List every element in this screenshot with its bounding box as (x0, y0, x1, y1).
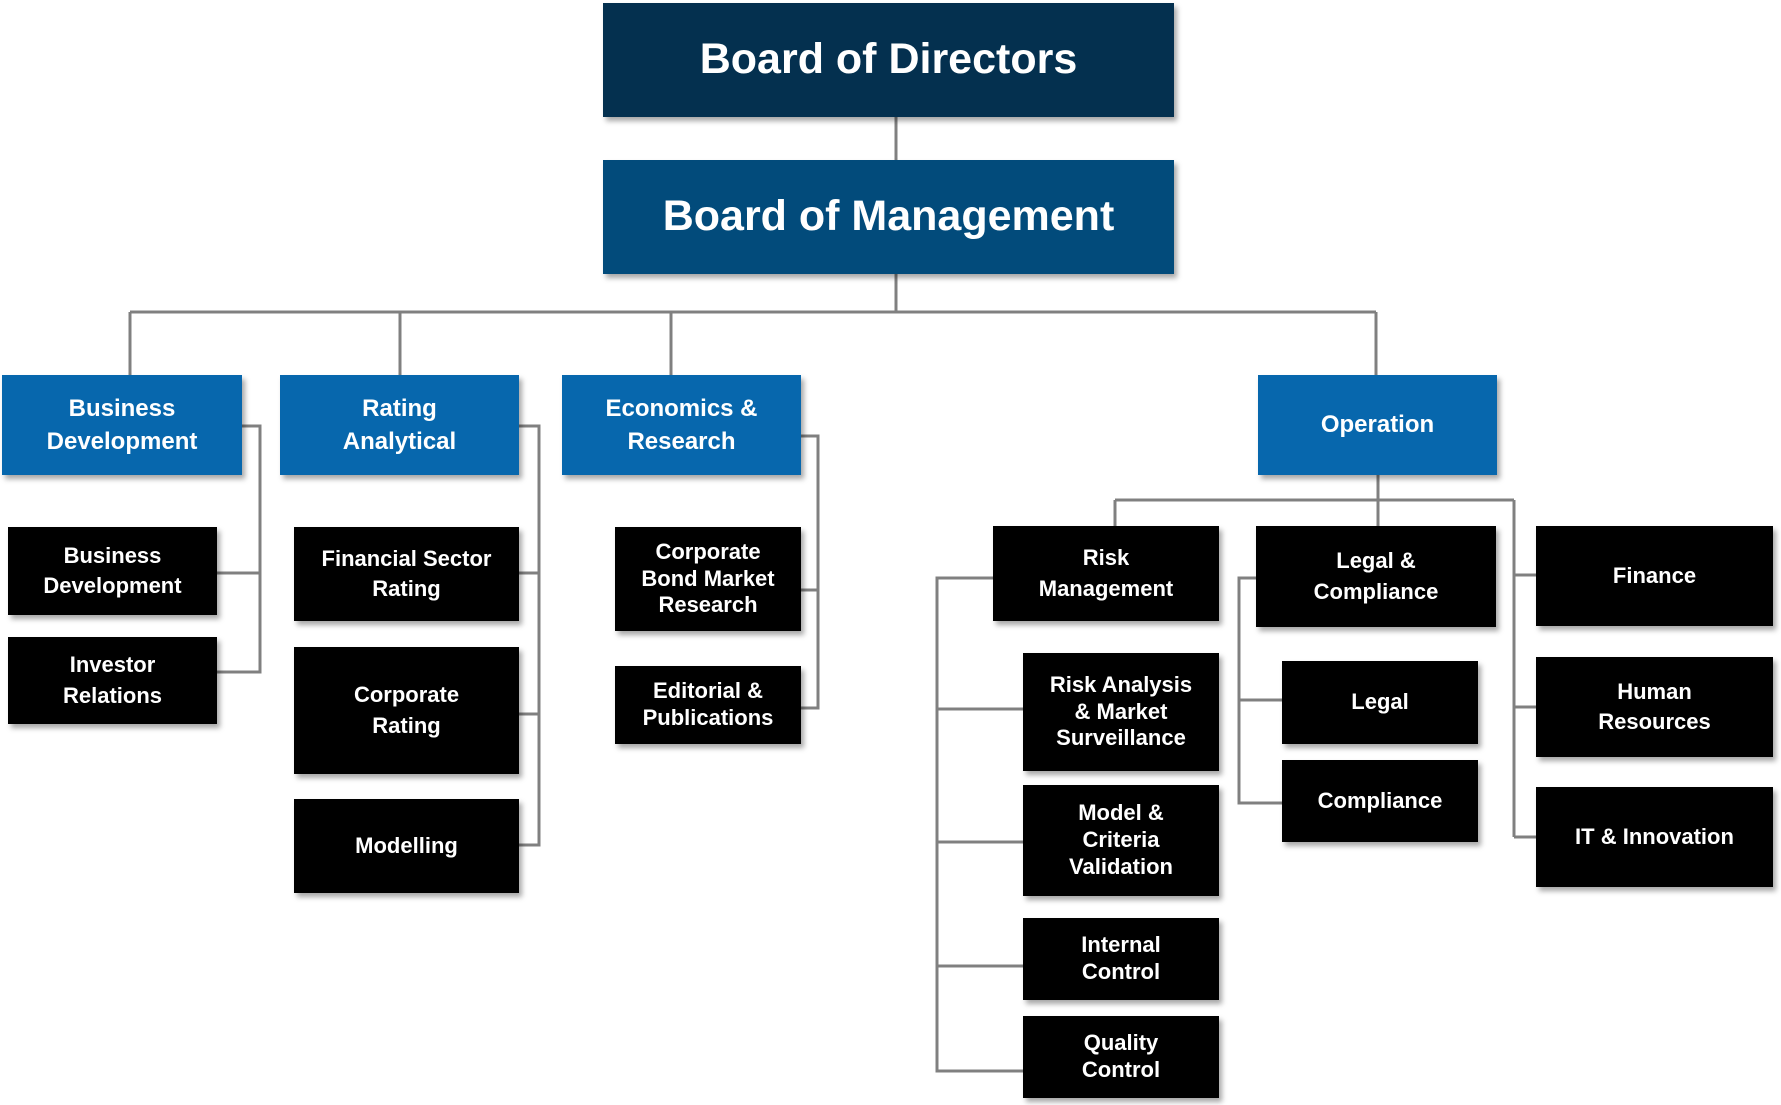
unit-label: Human Resources (1598, 678, 1711, 734)
unit-legal-compliance: Legal & Compliance (1256, 526, 1496, 627)
unit-risk-analysis-market-surveillance: Risk Analysis & Market Surveillance (1023, 653, 1219, 771)
board-of-directors-box: Board of Directors (603, 3, 1174, 117)
department-label: Business Development (46, 394, 198, 455)
unit-risk-management: Risk Management (993, 526, 1219, 621)
unit-finance: Finance (1536, 526, 1773, 626)
unit-corporate-rating: Corporate Rating (294, 647, 519, 774)
unit-modelling: Modelling (294, 799, 519, 893)
board-of-management-box: Board of Management (603, 160, 1174, 274)
unit-label: Finance (1612, 562, 1697, 588)
unit-compliance: Compliance (1282, 760, 1478, 842)
department-label: Operation (1320, 411, 1435, 439)
unit-label: Corporate Rating (353, 682, 460, 738)
unit-label: Editorial & Publications (642, 678, 774, 730)
unit-label: Corporate Bond Market Research (641, 538, 775, 618)
unit-legal: Legal (1282, 661, 1478, 744)
department-label: Economics & Research (605, 394, 758, 455)
unit-label: Financial Sector Rating (321, 545, 492, 601)
department-operation: Operation (1258, 375, 1497, 475)
unit-label: Legal & Compliance (1313, 548, 1439, 604)
unit-business-development: Business Development (8, 527, 217, 615)
board-of-directors-label: Board of Directors (699, 35, 1078, 84)
unit-internal-control: Internal Control (1023, 918, 1219, 1000)
department-rating-analytical: Rating Analytical (280, 375, 519, 475)
unit-human-resources: Human Resources (1536, 657, 1773, 757)
unit-label: Risk Management (1038, 545, 1174, 601)
unit-label: Modelling (355, 832, 458, 858)
unit-quality-control: Quality Control (1023, 1016, 1219, 1098)
unit-label: Internal Control (1081, 932, 1161, 984)
board-of-management-label: Board of Management (662, 192, 1115, 241)
unit-label: Model & Criteria Validation (1069, 800, 1173, 879)
unit-label: Investor Relations (62, 652, 163, 708)
department-business-development: Business Development (2, 375, 242, 475)
department-label: Rating Analytical (342, 394, 457, 455)
unit-label: Risk Analysis & Market Surveillance (1049, 671, 1193, 751)
unit-it-innovation: IT & Innovation (1536, 787, 1773, 887)
unit-label: Business Development (43, 542, 182, 598)
unit-corporate-bond-market-research: Corporate Bond Market Research (615, 527, 801, 631)
unit-financial-sector-rating: Financial Sector Rating (294, 527, 519, 621)
unit-label: Legal (1351, 689, 1409, 715)
unit-label: Compliance (1317, 787, 1443, 813)
unit-investor-relations: Investor Relations (8, 637, 217, 724)
unit-label: Quality Control (1081, 1030, 1161, 1082)
unit-editorial-publications: Editorial & Publications (615, 666, 801, 744)
unit-label: IT & Innovation (1575, 823, 1734, 849)
department-economics-research: Economics & Research (562, 375, 801, 475)
unit-model-criteria-validation: Model & Criteria Validation (1023, 785, 1219, 896)
